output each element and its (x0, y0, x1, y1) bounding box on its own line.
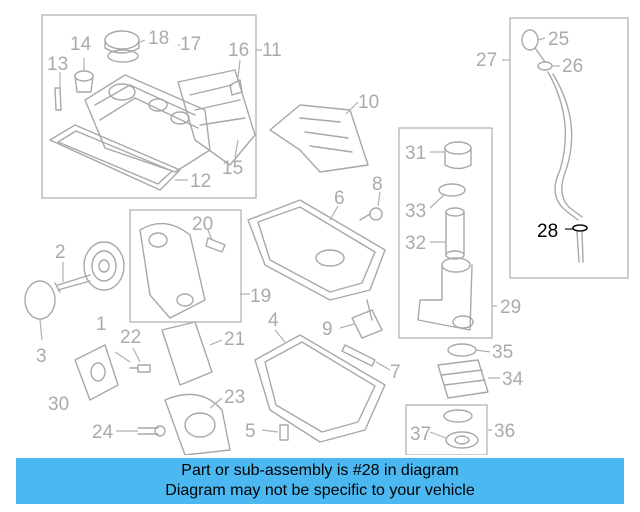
pulley-bolt-part (54, 274, 91, 293)
callout-16[interactable]: 16 (228, 40, 249, 61)
callout-13[interactable]: 13 (47, 54, 68, 75)
callout-37[interactable]: 37 (410, 424, 431, 445)
dipstick-o-ring-part[interactable] (572, 224, 588, 232)
callout-9[interactable]: 9 (322, 319, 333, 340)
callout-30[interactable]: 30 (48, 394, 69, 415)
callout-21[interactable]: 21 (224, 329, 245, 350)
callout-14[interactable]: 14 (70, 34, 92, 55)
dipstick-tip-part (576, 231, 584, 263)
dipstick-tube-part (547, 71, 583, 221)
oil-cooler-part (437, 359, 489, 399)
filter-housing-part (417, 257, 474, 331)
callout-24[interactable]: 24 (92, 422, 114, 443)
breather-part (74, 70, 94, 93)
callout-22[interactable]: 22 (120, 327, 141, 348)
group-box-timing-cover (129, 209, 242, 323)
intake-manifold-part (177, 69, 256, 166)
banner-part-number-text: Part or sub-assembly is #28 in diagram (181, 462, 459, 479)
seal-kit-part (443, 409, 479, 449)
filter-o-ring-part (438, 183, 466, 197)
callout-12[interactable]: 12 (190, 171, 211, 192)
bracket-bolt-part (129, 364, 151, 373)
callout-26[interactable]: 26 (562, 56, 583, 77)
info-banner: Part or sub-assembly is #28 in diagram D… (16, 458, 624, 504)
gasket-strip-part (341, 344, 376, 367)
lower-oil-pan-part (254, 334, 386, 443)
group-box-dipstick (509, 17, 629, 279)
filter-element-part (445, 207, 465, 260)
callout-32[interactable]: 32 (405, 233, 426, 254)
front-seal-part (24, 280, 56, 320)
callout-25[interactable]: 25 (548, 29, 569, 50)
callout-36[interactable]: 36 (494, 421, 515, 442)
drain-plug-part (279, 424, 289, 441)
bolt-part (359, 207, 383, 221)
sensor-part (229, 79, 243, 96)
oil-pump-pickup-part (351, 299, 383, 339)
callout-3[interactable]: 3 (36, 346, 47, 367)
callout-4[interactable]: 4 (268, 310, 279, 331)
leader-lines (39, 37, 573, 439)
group-box-seal-kit (405, 404, 488, 455)
group-box-oil-filter (398, 127, 493, 339)
filter-cap-part (444, 141, 472, 170)
timing-cover-part (139, 222, 206, 319)
valve-cover-part (84, 74, 211, 173)
callout-17[interactable]: 17 (180, 34, 201, 55)
callout-2[interactable]: 2 (55, 242, 66, 263)
callout-labels: 1 2 3 4 5 6 7 8 9 10 11 12 13 14 15 16 1… (36, 28, 583, 445)
callout-31[interactable]: 31 (405, 143, 426, 164)
callout-6[interactable]: 6 (334, 188, 345, 209)
upper-oil-pan-part (247, 199, 386, 301)
callout-23[interactable]: 23 (224, 387, 245, 408)
callout-28[interactable]: 28 (537, 221, 558, 242)
crank-pulley-part (83, 241, 125, 291)
dipstick-washer-part (537, 61, 553, 71)
cooler-gasket-part (447, 343, 477, 357)
parts-diagram: 1 2 3 4 5 6 7 8 9 10 11 12 13 14 15 16 1… (24, 14, 629, 455)
group-box-valve-cover (41, 14, 257, 199)
callout-29[interactable]: 29 (500, 297, 521, 318)
callout-11[interactable]: 11 (262, 40, 282, 61)
callout-15[interactable]: 15 (222, 158, 243, 179)
callout-33[interactable]: 33 (405, 201, 426, 222)
baffle-part (269, 104, 369, 173)
timing-sensor-part (205, 237, 226, 253)
callout-7[interactable]: 7 (390, 362, 401, 383)
plug-part (54, 87, 62, 111)
callout-27[interactable]: 27 (476, 50, 497, 71)
callout-5[interactable]: 5 (245, 421, 256, 442)
valve-cover-gasket-part (49, 124, 181, 191)
oil-cooler-cover-part (74, 344, 119, 401)
callout-8[interactable]: 8 (372, 174, 383, 195)
cover-plate-part (161, 321, 213, 386)
callout-35[interactable]: 35 (492, 342, 513, 363)
valve-cover-cap-part (104, 30, 140, 63)
callout-19[interactable]: 19 (250, 286, 271, 307)
banner-disclaimer-text: Diagram may not be specific to your vehi… (165, 482, 475, 499)
dipstick-handle-part (521, 29, 546, 63)
callout-1[interactable]: 1 (96, 314, 107, 335)
seal-plate-part (164, 393, 231, 455)
callout-10[interactable]: 10 (358, 92, 379, 113)
callout-34[interactable]: 34 (502, 369, 524, 390)
callout-18[interactable]: 18 (148, 28, 169, 49)
callout-20[interactable]: 20 (192, 214, 213, 235)
mount-bolt-part (137, 425, 166, 437)
